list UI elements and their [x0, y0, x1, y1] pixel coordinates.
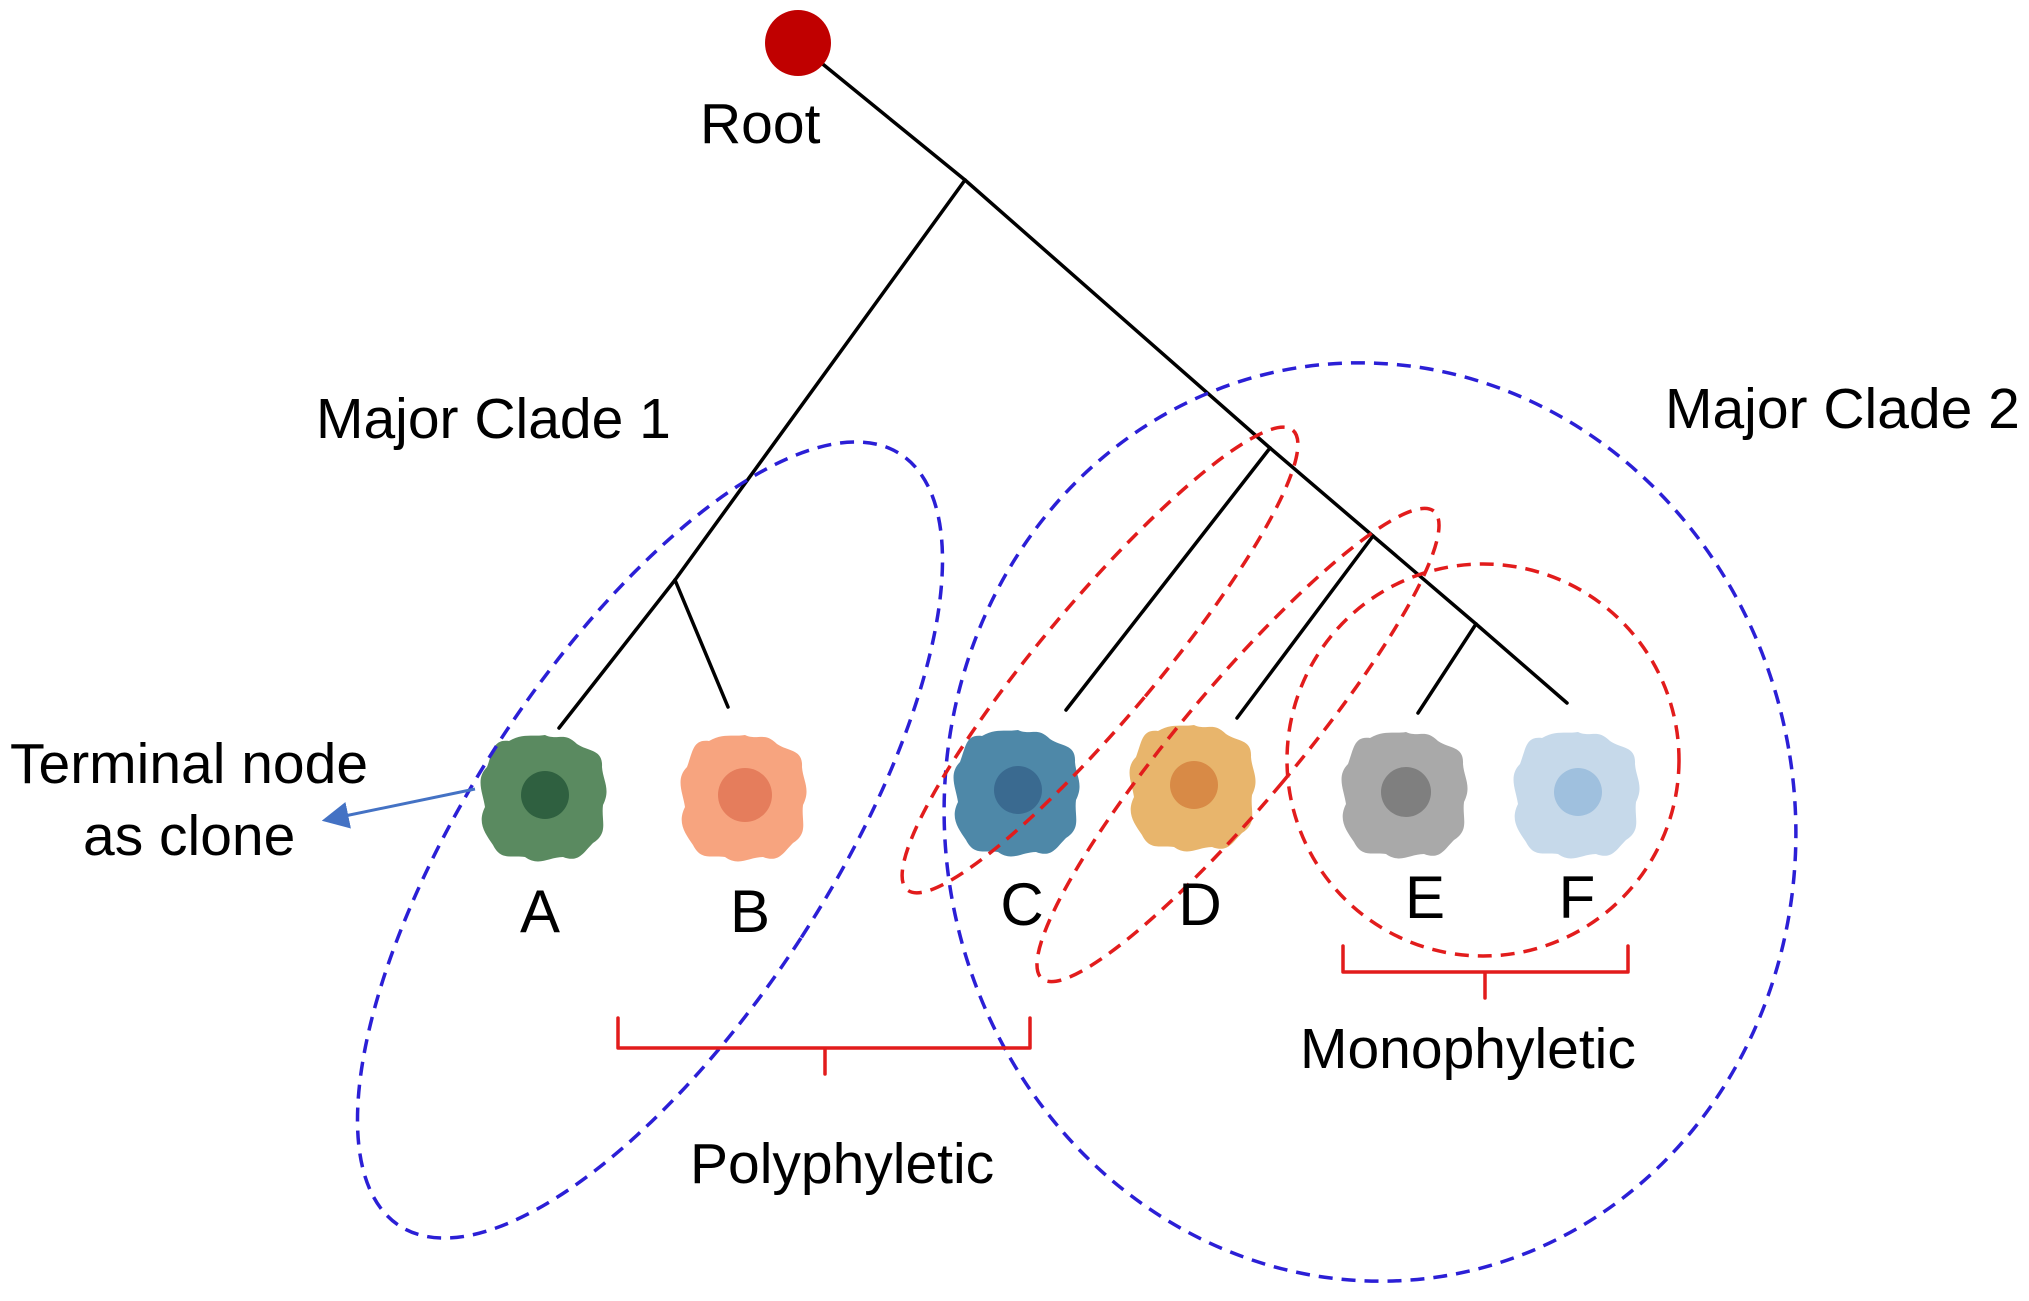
edge-clade1-b [673, 578, 730, 709]
leaf-label-e: E [1405, 864, 1445, 931]
group-outline-ef [1285, 562, 1681, 958]
nucleus-a [521, 771, 569, 819]
terminal-node-arrow [321, 787, 476, 829]
tree-edges [557, 46, 1569, 730]
edge-clade2-d-node [1268, 446, 1375, 538]
leaf-cell-c [953, 730, 1080, 857]
monophyletic-label: Monophyletic [1300, 1017, 1636, 1081]
major-clade-2-outline [942, 361, 1798, 1283]
edge-ef-node-e [1416, 622, 1478, 715]
terminal-node-label-line1: Terminal node [10, 732, 368, 796]
edge-clade1-a [557, 578, 677, 730]
monophyletic-brace [1341, 944, 1630, 1000]
edge-split-clade2-a [963, 178, 1272, 450]
edge-d-node-d [1235, 534, 1375, 720]
edge-d-node-ef-node [1371, 534, 1478, 626]
major-clade-1-outline [355, 440, 945, 1240]
leaf-label-c: C [1000, 871, 1043, 938]
root-label: Root [700, 92, 821, 156]
nucleus-e [1381, 767, 1431, 817]
terminal-node-label-line2: as clone [83, 804, 295, 868]
major-clade-1-label: Major Clade 1 [316, 387, 671, 451]
edge-root-split [801, 46, 967, 182]
leaf-label-b: B [730, 878, 770, 945]
root-node [765, 10, 831, 76]
polyphyletic-label: Polyphyletic [690, 1132, 994, 1196]
major-clade-2-label: Major Clade 2 [1665, 377, 2020, 441]
group-outline-d [1035, 506, 1441, 984]
nucleus-c [994, 766, 1042, 814]
leaf-label-a: A [520, 878, 560, 945]
leaf-cell-e [1341, 732, 1468, 859]
nucleus-d [1170, 761, 1218, 809]
leaf-cell-a [480, 735, 607, 862]
polyphyletic-brace [616, 1016, 1032, 1076]
edge-clade2-c [1064, 446, 1272, 712]
leaf-cell-d [1129, 725, 1256, 852]
nucleus-f [1554, 768, 1602, 816]
edge-ef-node-f [1474, 622, 1569, 705]
leaf-label-f: F [1559, 864, 1596, 931]
group-outline-c [900, 425, 1300, 895]
leaf-label-d: D [1178, 871, 1221, 938]
leaf-cell-f [1513, 732, 1640, 859]
nucleus-b [718, 768, 772, 822]
edge-split-clade1 [673, 178, 967, 582]
leaf-cell-b [680, 735, 807, 862]
